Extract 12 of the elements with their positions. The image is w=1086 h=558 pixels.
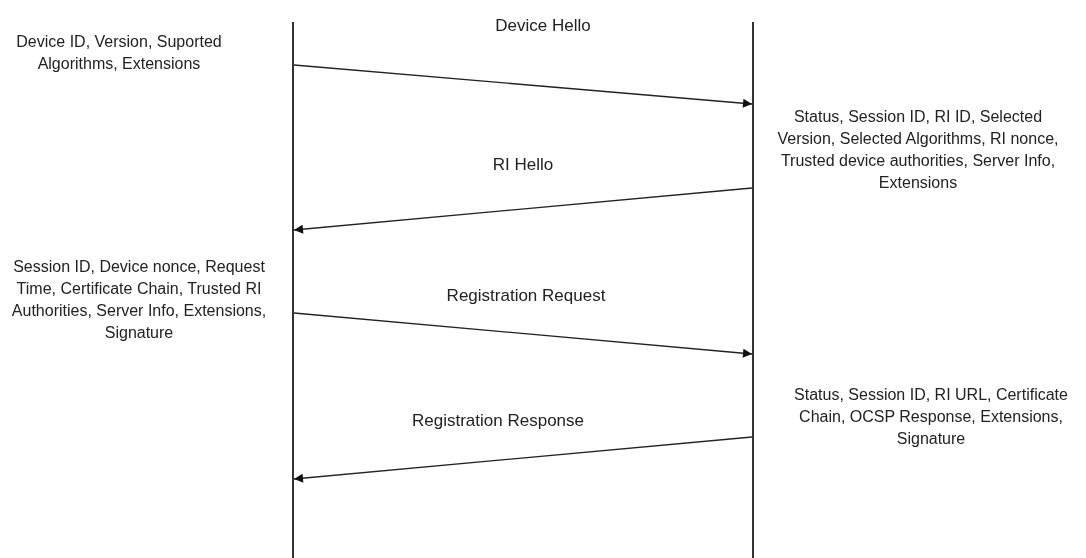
message-parameters: Session ID, Device nonce, Request Time, Certificate Chain, Trusted RI Authorities, Server Info, Extensions, Signature [10, 257, 268, 343]
message-parameters: Device ID, Version, Suported Algorithms, Extensions [15, 32, 223, 74]
lifeline [752, 22, 754, 558]
message-parameters: Status, Session ID, RI ID, Selected Version, Selected Algorithms, RI nonce, Trusted device authorities, Server Info, Extensions [776, 107, 1060, 193]
lifeline [292, 22, 294, 558]
edge-label: Registration Response [410, 411, 586, 431]
message-arrow [293, 312, 753, 358]
message-parameters: Status, Session ID, RI URL, Certificate Chain, OCSP Response, Extensions, Signature [793, 385, 1069, 449]
message-arrow [293, 64, 753, 108]
edge-label: Registration Request [444, 286, 608, 306]
message-arrow [293, 436, 753, 483]
message-arrow [293, 187, 753, 234]
